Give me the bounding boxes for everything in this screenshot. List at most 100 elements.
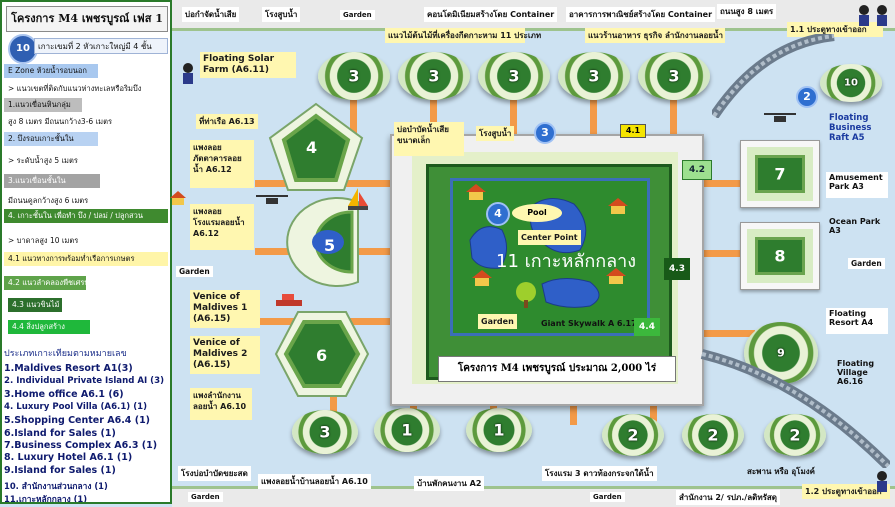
panel-title: โครงการ M4 เพชรบูรณ์ เฟส 1: [6, 6, 168, 32]
legend-item: 4.1 แนวทางการพร้อมท่ำเรือการเกษตร: [4, 252, 168, 266]
label-hotel: โรงแรม 3 ดาวท้องกระจกใต้น้ำ: [542, 466, 657, 481]
legend-item: 4.4 สิ่งปลูกสร้าง: [8, 320, 90, 334]
house-icon: [472, 270, 492, 286]
label-floating-house: แพงลอยน้ำบ้านลอยน้ำ A6.10: [258, 474, 371, 489]
label-office-shore: สำนักงาน 2/ รปภ./ลดิทรัสดุ: [676, 490, 780, 505]
type-item: 11.เกาะหลักกลาง (1): [4, 494, 88, 504]
label-entrance-2: 1.2 ประตูทางเข้าออก: [802, 484, 890, 499]
island-3: 3: [638, 52, 710, 100]
label-garden: Garden: [590, 492, 625, 502]
guard-icon: [180, 62, 196, 88]
project-title: โครงการ M4 เพชรบูรณ์ ประมาณ 2,000 ไร่: [438, 356, 676, 382]
label-floating-village: Floating Village A6.16: [834, 358, 890, 394]
label-staff-housing: บ้านพักคนงาน A2: [414, 476, 485, 491]
main-island-name: 11 เกาะหลักกลาง: [496, 251, 637, 272]
panel-subtitle: เกาะเขมที่ 2 หัวเกาะใหญ่มี 4 ชั้น: [34, 38, 168, 54]
legend-item: > ระดับน้ำสูง 5 เมตร: [8, 156, 78, 165]
island-3-badge: 3: [534, 122, 556, 144]
island-2: 2: [682, 414, 744, 456]
connector: [350, 100, 357, 150]
type-item: 6.Island for Sales (1): [4, 428, 116, 439]
island-4-pentagon: [268, 102, 364, 191]
type-item: 10. สำนักงานส่วนกลาง (1): [4, 481, 108, 491]
island-3: 3: [558, 52, 630, 100]
label-venice-1: Venice of Maldives 1 (A6.15): [190, 290, 260, 328]
label-road: ถนนสูง 8 เมตร: [717, 4, 777, 19]
label-marina: ที่ท่าเรือ A6.13: [196, 114, 258, 129]
legend-item: > บาดาลสูง 10 เมตร: [8, 236, 79, 245]
connector: [670, 100, 677, 150]
label-garden: Garden: [340, 10, 375, 20]
guard-icon: [856, 4, 872, 30]
island-3: 3: [318, 52, 390, 100]
label-container-commercial: อาคารการพาณิชย์สร้างโดย Container: [566, 7, 716, 22]
label-bridge: สะพาน หรือ อุโมงค์: [747, 467, 815, 476]
zone-4-3-badge: 4.3: [664, 258, 690, 280]
label-amusement: Amusement Park A3: [826, 172, 888, 198]
island-10-badge: 10: [8, 34, 38, 64]
legend-item: มีถนนคูลกว้างสูง 6 เมตร: [8, 196, 89, 205]
drone-icon: [762, 110, 798, 132]
types-title: ประเภทเกาะเทียมตามหมายเลข: [4, 349, 127, 359]
zone-4-2-badge: 4.2: [682, 160, 712, 180]
island-6-hexagon: [274, 311, 370, 397]
island-7: 7: [740, 140, 820, 208]
island-5-number: 5: [324, 236, 336, 255]
type-item: 9.Island for Sales (1): [4, 465, 116, 476]
guard-icon: [874, 4, 890, 30]
type-item: 3.Home office A6.1 (6): [4, 389, 124, 400]
sailboat-icon: [346, 188, 370, 216]
label-sewage-plant: โรงบ่อบำบัดขยะสด: [178, 466, 251, 481]
label-floating-resort: Floating Resort A4: [826, 308, 888, 334]
bridge-bottom: [700, 349, 890, 468]
connector: [570, 395, 577, 425]
label-treatment-pond: บ่อกำจัดน้ำเสีย: [182, 7, 240, 22]
legend-item: 1.แนวเขื่อนหินกลุ่ม: [4, 98, 82, 112]
legend-item: 2. บึงรอบเกาะชั้นใน: [4, 132, 98, 146]
label-garden: Garden: [188, 492, 223, 502]
legend-item: > แนวเขตที่ติดกับแนวห่างทะเลหรือริมบึง: [8, 84, 142, 93]
island-3: 3: [478, 52, 550, 100]
guard-icon: [874, 470, 890, 496]
label-small-treatment: บ่อบำบัดน้ำเสีย ขนาดเล็ก: [394, 122, 464, 156]
connector: [650, 395, 657, 425]
center-point: Center Point: [518, 230, 581, 245]
label-solar-farm: Floating Solar Farm (A6.11): [200, 52, 296, 78]
island-2-badge: 2: [796, 86, 818, 108]
label-restaurant-line: แนวร้านอาหาร ธุรกิจ ลำนักงานลอยน้ำ: [585, 28, 725, 43]
house-icon: [170, 190, 186, 209]
legend-item: 3.แนวเขื่อนชั้นใน: [4, 174, 100, 188]
house-icon: [608, 198, 628, 214]
label-floating-hotel: แพงลอย โรงแรมลอยน้ำ A6.12: [190, 204, 254, 250]
legend-item: E Zone ห้วยน้ำรอบนอก: [4, 64, 98, 78]
connector: [695, 250, 755, 257]
legend-item: 4.2 แนวลำคลองพืชเศรษฐกิจ: [4, 276, 102, 290]
island-3: 3: [398, 52, 470, 100]
legend-item: สูง 8 เมตร มีถนนกว้าง3-6 เมตร: [8, 117, 112, 126]
label-floating-restaurant: แพงลอย ภัตตาคารลอยน้ำ A6.12: [190, 140, 254, 188]
legend-panel: โครงการ M4 เพชรบูรณ์ เฟส 1 10 เกาะเขมที่…: [0, 0, 172, 504]
island-2: 2: [764, 414, 826, 456]
type-item: 1.Maldives Resort A1(3): [4, 363, 133, 374]
label-business-raft: Floating Business Raft A5: [826, 112, 890, 148]
label-garden: Garden: [848, 258, 885, 269]
legend-item: 4. เกาะชั้นใน เพื่อทำ บึง / ปลม่ / ปลูกส…: [4, 209, 168, 223]
island-4-badge: 4: [486, 202, 510, 226]
label-floating-office: แพงลำนักงาน ลอยน้ำ A6.10: [190, 388, 252, 420]
label-container-condo: คอนโดมิเนียมสร้างโดย Container: [424, 7, 558, 22]
type-item: 5.Shopping Center A6.4 (1): [4, 415, 151, 426]
house-icon: [466, 184, 486, 200]
bridge-top: [712, 34, 835, 118]
label-venice-2: Venice of Maldives 2 (A6.15): [190, 336, 260, 374]
legend-item: 4.3 แนวขินไม้: [8, 298, 62, 312]
island-10: 10: [820, 64, 882, 102]
type-item: 4. Luxury Pool Villa (A6.1) (1): [4, 402, 148, 412]
island-6-number: 6: [316, 346, 328, 365]
label-garden: Garden: [176, 266, 213, 277]
drone-icon: [254, 192, 290, 214]
island-4-number: 4: [306, 138, 318, 157]
island-3: 3: [292, 410, 358, 454]
type-item: 2. Individual Private Island AI (3): [4, 376, 165, 386]
connector: [510, 100, 517, 150]
label-pump: โรงสูบน้ำ: [476, 126, 515, 141]
